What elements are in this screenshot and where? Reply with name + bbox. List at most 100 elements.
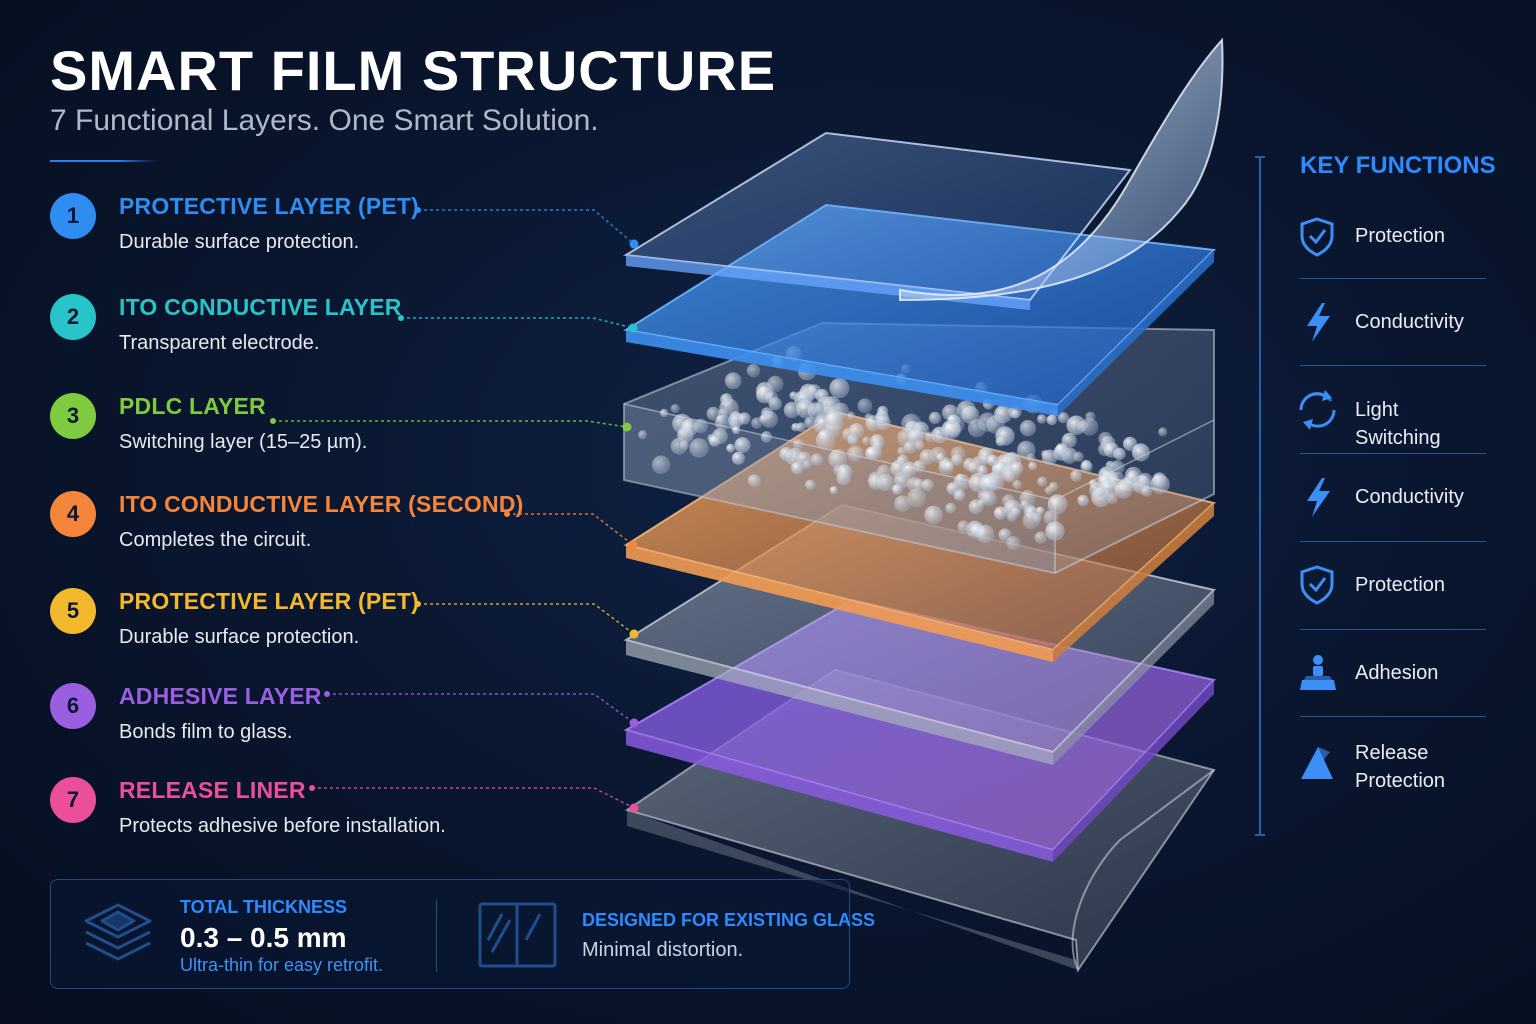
- layer-name: RELEASE LINER: [119, 777, 306, 803]
- droplet: [901, 413, 922, 434]
- layer-name: PROTECTIVE LAYER (PET): [119, 193, 420, 219]
- droplet: [998, 528, 1012, 542]
- droplet: [660, 408, 669, 418]
- title-underline: [50, 160, 118, 162]
- layer-number-badge: 5: [50, 588, 96, 634]
- droplet: [1010, 461, 1024, 475]
- layer-name: ADHESIVE LAYER: [119, 683, 322, 709]
- connector-line: [507, 513, 634, 546]
- droplet: [924, 505, 943, 525]
- key-function-label: Protection: [1355, 225, 1446, 247]
- droplet: [829, 378, 850, 399]
- connector-dot: [270, 418, 276, 424]
- droplet: [957, 520, 971, 534]
- droplet: [732, 426, 741, 435]
- connector-dot: [628, 323, 638, 333]
- droplet: [1152, 472, 1167, 487]
- droplet: [829, 486, 838, 495]
- droplet: [810, 453, 823, 466]
- key-function-label: Protection: [1355, 574, 1446, 596]
- layer-number-badge: 3: [50, 393, 96, 439]
- droplet: [947, 414, 958, 425]
- connector-dot: [415, 601, 421, 607]
- connector-dot: [629, 239, 639, 249]
- droplet: [941, 419, 961, 440]
- droplet: [847, 411, 856, 420]
- droplet: [950, 446, 966, 462]
- key-functions-title: KEY FUNCTIONS: [1300, 152, 1496, 179]
- droplet: [897, 446, 907, 456]
- droplet: [968, 461, 981, 474]
- divider: [1300, 453, 1486, 454]
- connector-line: [273, 420, 628, 428]
- droplet: [894, 495, 911, 512]
- shield-check-icon: [1300, 217, 1334, 257]
- droplet: [1012, 479, 1022, 490]
- layer-number-badge: 4: [50, 491, 96, 537]
- droplet: [1036, 506, 1045, 515]
- layer-name: ITO CONDUCTIVE LAYER (SECOND): [119, 491, 524, 517]
- specs-panel: [50, 879, 850, 989]
- layer-number-badge: 6: [50, 683, 96, 729]
- total-thickness-value: 0.3 – 0.5 mm: [180, 922, 347, 953]
- droplet: [1034, 531, 1047, 544]
- droplet: [956, 400, 976, 420]
- droplet: [797, 451, 812, 466]
- droplet: [738, 412, 751, 425]
- layer-description: Durable surface protection.: [119, 231, 360, 253]
- key-functions-bracket: [1259, 156, 1261, 836]
- list-item-layer-4: 4 ITO CONDUCTIVE LAYER (SECOND) Complete…: [50, 491, 610, 571]
- divider: [1300, 365, 1486, 366]
- key-function-label: Light Switching: [1355, 399, 1441, 449]
- switch-cycle-icon: [1299, 390, 1336, 430]
- droplet: [796, 422, 806, 433]
- layer-description: Durable surface protection.: [119, 626, 360, 648]
- key-function-label: Conductivity: [1355, 311, 1464, 333]
- layer-description: Completes the circuit.: [119, 529, 312, 551]
- hand-adhesion-icon: [1300, 655, 1336, 690]
- shield-check-icon: [1300, 565, 1334, 605]
- droplet: [1037, 476, 1048, 487]
- connector-line: [418, 209, 635, 245]
- droplet: [924, 431, 936, 443]
- droplet: [868, 474, 884, 491]
- droplet: [726, 443, 735, 453]
- droplet: [945, 502, 957, 514]
- droplet: [891, 484, 903, 495]
- layer-number-badge: 7: [50, 777, 96, 823]
- droplet: [907, 488, 927, 508]
- divider: [1300, 716, 1486, 717]
- list-item-layer-6: 6 ADHESIVE LAYER Bonds film to glass.: [50, 683, 610, 763]
- droplet: [975, 524, 995, 544]
- droplet: [793, 438, 804, 450]
- connector-dot: [629, 803, 639, 813]
- droplet: [848, 423, 865, 439]
- droplet: [919, 449, 936, 465]
- droplet: [1061, 432, 1077, 448]
- divider: [436, 900, 437, 972]
- lightning-icon: [1307, 303, 1330, 342]
- list-item-layer-7: 7 RELEASE LINER Protects adhesive before…: [50, 777, 610, 857]
- droplet: [1131, 443, 1150, 462]
- droplet: [828, 449, 848, 469]
- droplet: [913, 478, 925, 490]
- droplet: [1158, 427, 1168, 437]
- droplet: [928, 411, 942, 424]
- layer-description: Protects adhesive before installation.: [119, 815, 446, 837]
- droplet: [1022, 511, 1041, 530]
- droplet: [731, 451, 745, 465]
- droplet: [896, 454, 909, 468]
- droplet: [825, 410, 842, 427]
- droplet: [1070, 469, 1082, 482]
- connector-dot: [622, 422, 632, 432]
- droplet: [1044, 486, 1054, 495]
- existing-glass-label: DESIGNED FOR EXISTING GLASS: [582, 910, 876, 930]
- droplet: [1003, 499, 1022, 518]
- droplet: [1089, 482, 1106, 499]
- droplet: [765, 391, 779, 405]
- total-thickness-note: Ultra-thin for easy retrofit.: [180, 955, 384, 975]
- layer-description: Bonds film to glass.: [119, 721, 293, 743]
- key-functions-bracket-bottom: [1255, 834, 1265, 836]
- droplet: [1114, 480, 1133, 499]
